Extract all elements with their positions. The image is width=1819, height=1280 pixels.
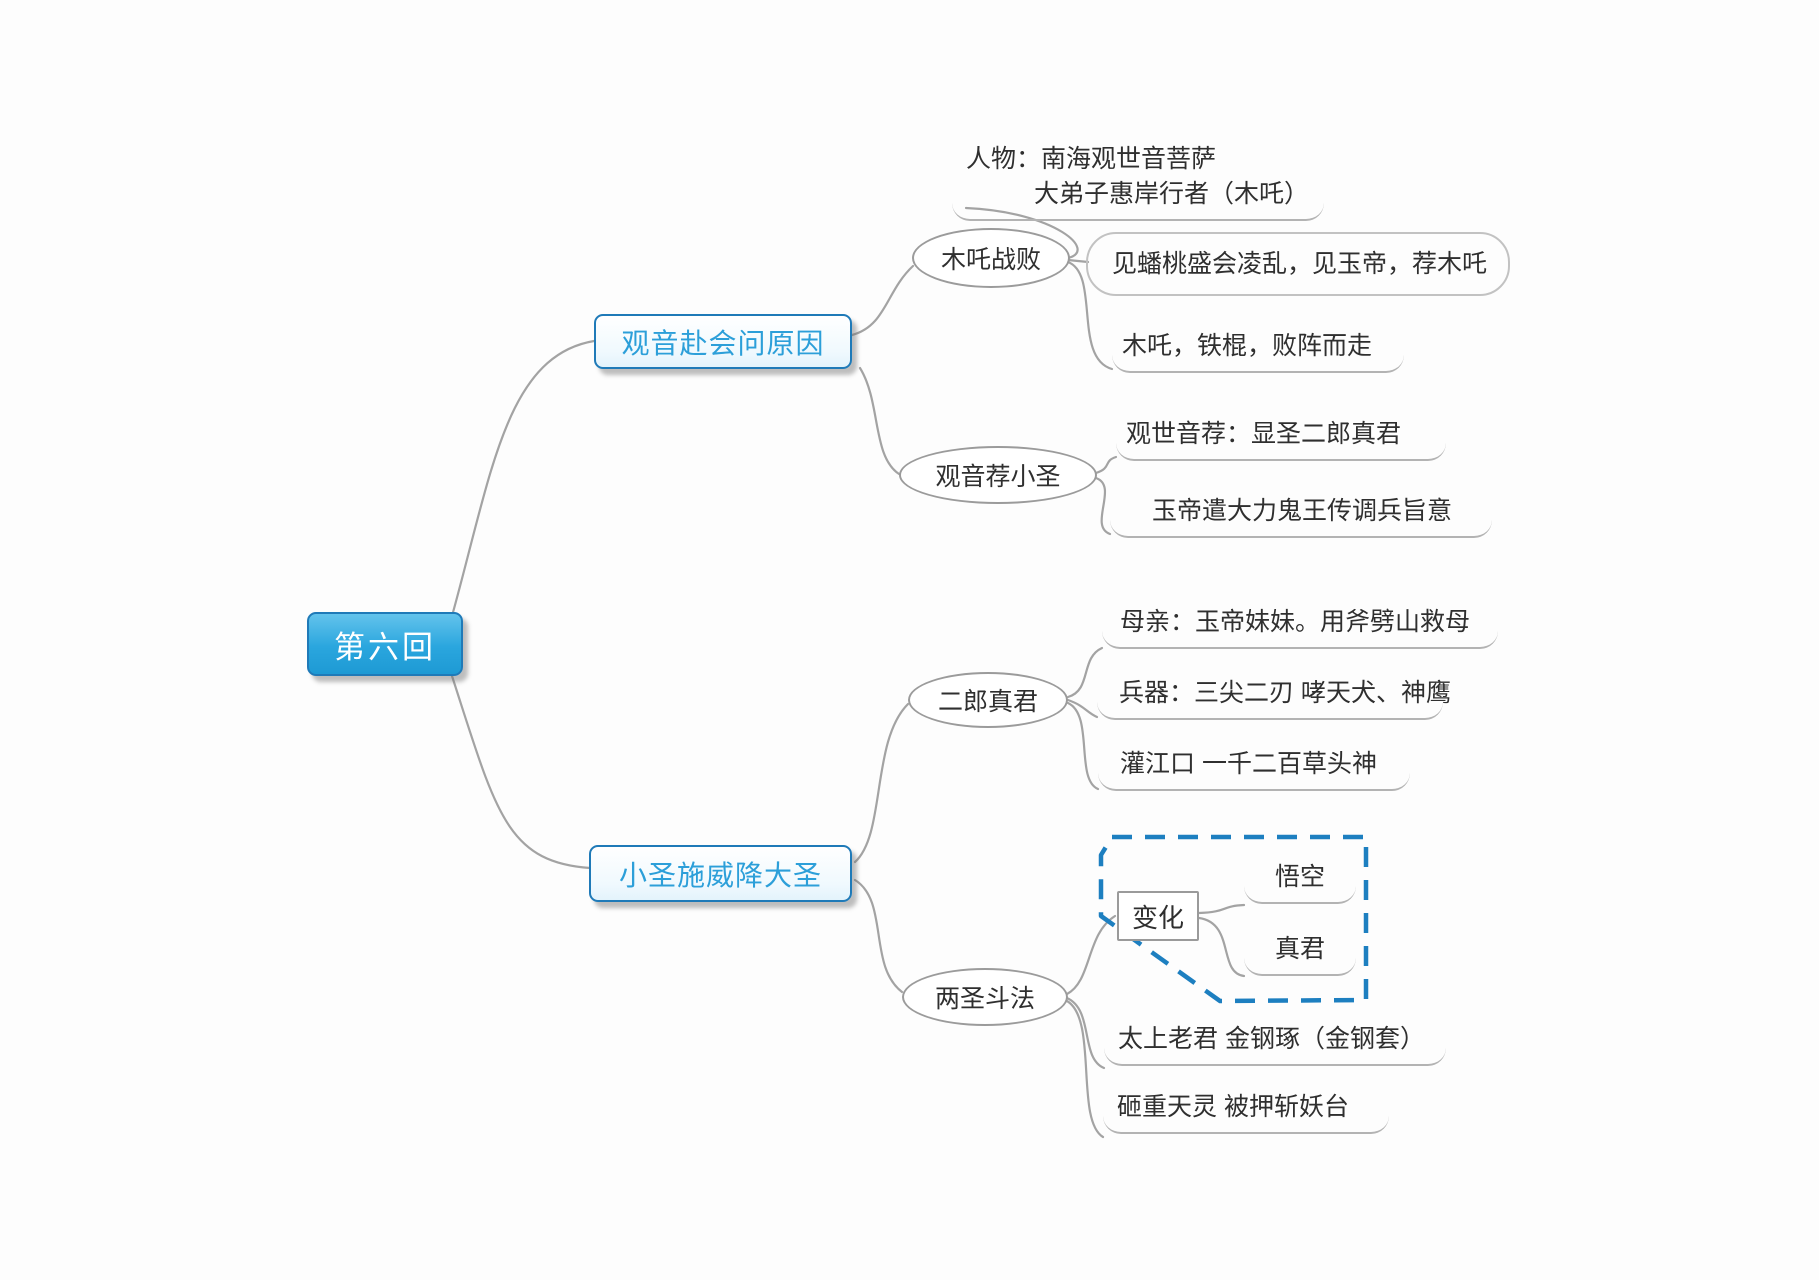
subnode-muzha-defeat: 木吒战败 [912,228,1070,288]
subnode-erlang-zhenjun: 二郎真君 [908,672,1068,728]
leaf-peach-banquet: 见蟠桃盛会凌乱，见玉帝，荐木吒 [1086,232,1510,296]
connector-erlang-leaf2 [1066,698,1099,719]
subnode-guanyin-recommend: 观音荐小圣 [899,446,1097,504]
connector-erlang-leaf1 [1066,646,1104,699]
connector-root-branch1 [450,339,596,618]
connector-branch1-guanyin [858,366,901,476]
boundary-dashed-group [1098,834,1369,1004]
connector-duel-leaf2 [1065,996,1106,1070]
branch-node-guanyin-meeting: 观音赴会问原因 [594,314,852,369]
leaf-jade-emperor-order: 玉帝遣大力鬼王传调兵旨意 [1110,490,1492,538]
leaf-muzha-retreat: 木吒，铁棍，败阵而走 [1112,325,1404,373]
leaf-laojun-diamond: 太上老君 金钢琢（金钢套） [1104,1018,1446,1066]
leaf-characters-line2: 大弟子惠岸行者（木吒） [1034,180,1310,208]
leaf-wukong: 悟空 [1244,856,1356,904]
connector-guanyin-leaf1 [1094,455,1118,475]
leaf-zhenjun: 真君 [1244,928,1356,976]
leaf-recommend-erlang: 观世音荐：显圣二郎真君 [1116,413,1446,461]
connector-bianhua-zhenjun [1197,916,1246,978]
connector-muzha-leaf3 [1066,260,1114,371]
connector-root-branch2 [450,674,592,870]
root-node: 第六回 [307,612,463,676]
branch-node-xiaosheng: 小圣施威降大圣 [589,845,852,902]
connector-duel-bianhua [1065,914,1117,996]
connector-lines [450,206,1246,1139]
connector-guanyin-leaf2 [1094,476,1112,536]
connector-bianhua-wukong [1197,903,1246,915]
connector-erlang-leaf3 [1066,701,1100,791]
leaf-characters: 人物：南海观世音菩萨 大弟子惠岸行者（木吒） [952,138,1324,221]
connector-muzha-leaf2 [1066,258,1090,264]
connector-branch2-duel [853,878,904,994]
node-bianhua: 变化 [1117,891,1199,941]
subnode-duel: 两圣斗法 [902,968,1068,1026]
leaf-mother: 母亲：玉帝妹妹。用斧劈山救母 [1102,601,1498,649]
leaf-guanjiangkou: 灌江口 一千二百草头神 [1098,743,1410,791]
leaf-captured: 砸重天灵 被押斩妖台 [1103,1086,1389,1134]
connector-muzha-leaf1 [964,206,1079,260]
connector-duel-leaf3 [1065,999,1105,1139]
connector-branch2-erlang [853,702,910,864]
leaf-characters-line1: 人物：南海观世音菩萨 [966,145,1217,173]
leaf-weapons: 兵器：三尖二刃 哮天犬、神鹰 [1097,672,1451,720]
connector-branch1-muzha [850,264,915,337]
